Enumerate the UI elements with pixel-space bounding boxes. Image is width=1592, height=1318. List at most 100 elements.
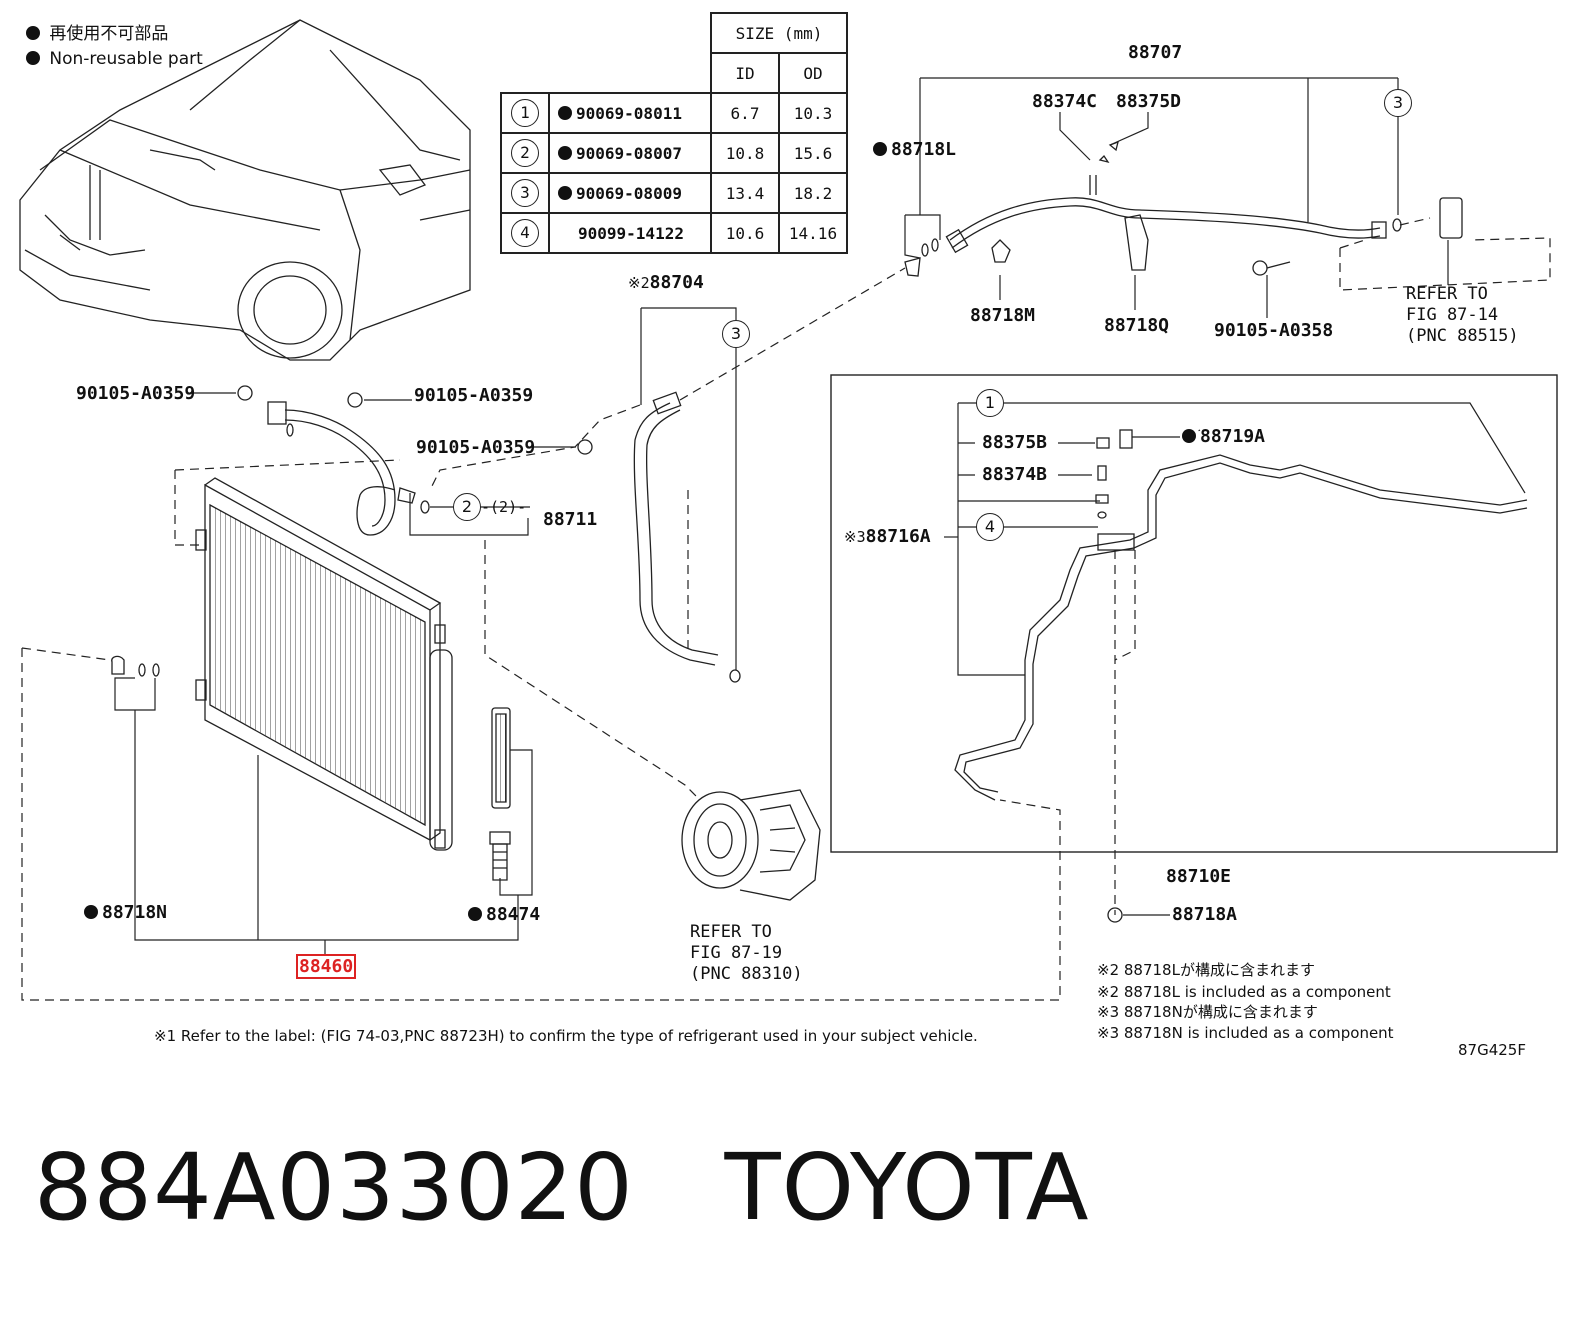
label-88711-qty: -(2)-	[481, 498, 527, 516]
inner-diameter: 6.7	[710, 92, 780, 134]
hose-88704-art	[633, 391, 741, 683]
tube-88716A-art	[954, 429, 1528, 923]
label-90105-A0359-right[interactable]: 90105-A0359	[416, 437, 536, 458]
footer-brand: TOYOTA	[724, 1134, 1090, 1241]
label-88374C[interactable]: 88374C	[1032, 91, 1098, 112]
car-illustration	[19, 19, 471, 361]
part-number-cell: 90099-14122	[548, 212, 712, 254]
non-reusable-dot-icon	[558, 185, 572, 200]
label-88704-text: 88704	[649, 272, 704, 293]
footer-title: 884A033020 TOYOTA	[34, 1142, 1090, 1234]
condenser-art	[111, 477, 511, 881]
row-number: 4	[511, 219, 539, 247]
label-88704-mark: ※2	[628, 274, 650, 292]
label-88707[interactable]: 88707	[1128, 42, 1183, 63]
callout-circle-2: 2	[453, 493, 481, 521]
label-88711[interactable]: 88711	[543, 509, 598, 530]
footer-part-number: 884A033020	[34, 1134, 634, 1241]
label-88719A-text: 88719A	[1200, 426, 1266, 447]
callout-circle-3-hose: 3	[722, 320, 750, 348]
row-number: 2	[511, 139, 539, 167]
part-number: 90069-08011	[576, 103, 682, 123]
callout-circle-3-top: 3	[1384, 89, 1412, 117]
legend-jp-text: 再使用不可部品	[49, 24, 169, 44]
part-number: 90069-08007	[576, 143, 682, 163]
label-88719A[interactable]: 88719A	[1182, 428, 1265, 446]
callout-circle-4: 4	[976, 513, 1004, 541]
label-88704[interactable]: ※288704	[628, 274, 704, 292]
inner-diameter: 10.6	[710, 212, 780, 254]
row-number-cell: 3	[500, 172, 550, 214]
legend: 再使用不可部品 Non-reusable part	[26, 22, 203, 72]
label-88474-text: 88474	[486, 904, 541, 925]
label-88716A-text: 88716A	[865, 526, 931, 547]
label-88718Q[interactable]: 88718Q	[1104, 315, 1170, 336]
label-88374B[interactable]: 88374B	[982, 464, 1048, 485]
refer-fig-87-19-line3: (PNC 88310)	[690, 964, 803, 984]
label-88718N[interactable]: 88718N	[84, 904, 167, 922]
note-88718N-en: ※3 88718N is included as a component	[1097, 1024, 1394, 1042]
outer-diameter: 10.3	[778, 92, 848, 134]
non-reusable-dot-icon	[26, 26, 40, 40]
label-88375D[interactable]: 88375D	[1116, 91, 1182, 112]
label-88474[interactable]: 88474	[468, 906, 540, 924]
callout-circle-1: 1	[976, 389, 1004, 417]
refer-fig-87-14-line3: (PNC 88515)	[1406, 326, 1519, 346]
note-88718N-jp: ※3 88718Nが構成に含まれます	[1097, 1003, 1318, 1021]
label-88460[interactable]: 88460	[296, 954, 357, 979]
legend-row-en: Non-reusable part	[26, 47, 203, 72]
legend-row-jp: 再使用不可部品	[26, 22, 203, 47]
table-row: 3 90069-08009 13.4 18.2	[500, 172, 848, 214]
row-number: 1	[511, 99, 539, 127]
label-88718A[interactable]: 88718A	[1172, 904, 1238, 925]
part-number: 90099-14122	[578, 223, 684, 243]
compressor-art	[681, 789, 821, 901]
size-table-col-id: ID	[710, 52, 780, 94]
non-reusable-dot-icon	[558, 105, 572, 120]
note-88718L-jp: ※2 88718Lが構成に含まれます	[1097, 961, 1315, 979]
size-table-header: SIZE (mm)	[710, 12, 848, 54]
part-number: 90069-08009	[576, 183, 682, 203]
label-88716A[interactable]: ※388716A	[844, 528, 931, 546]
refrigerant-footnote: ※1 Refer to the label: (FIG 74-03,PNC 88…	[154, 1027, 978, 1045]
inner-diameter: 13.4	[710, 172, 780, 214]
non-reusable-dot-icon	[468, 907, 482, 921]
table-row: 2 90069-08007 10.8 15.6	[500, 132, 848, 174]
size-table-corner	[501, 13, 712, 94]
label-88375B[interactable]: 88375B	[982, 432, 1048, 453]
note-88718L-en: ※2 88718L is included as a component	[1097, 983, 1391, 1001]
label-90105-A0358[interactable]: 90105-A0358	[1214, 320, 1334, 341]
label-88460-highlight: 88460	[296, 954, 357, 979]
row-number-cell: 4	[500, 212, 550, 254]
label-90105-A0359-mid[interactable]: 90105-A0359	[414, 385, 534, 406]
label-88716A-mark: ※3	[844, 528, 866, 546]
label-88718L-text: 88718L	[891, 139, 957, 160]
table-row: 4 90099-14122 10.6 14.16	[500, 212, 848, 254]
size-table-col-od: OD	[778, 52, 848, 94]
refer-fig-87-19-line1: REFER TO	[690, 922, 772, 942]
non-reusable-dot-icon	[84, 905, 98, 919]
row-number: 3	[511, 179, 539, 207]
row-number-cell: 2	[500, 132, 550, 174]
size-table: SIZE (mm) ID OD 1 90069-08011 6.7 10.3 2…	[500, 12, 848, 254]
legend-en-text: Non-reusable part	[49, 49, 203, 69]
inner-diameter: 10.8	[710, 132, 780, 174]
refer-fig-87-14-line2[interactable]: FIG 87-14	[1406, 305, 1499, 325]
label-88710E[interactable]: 88710E	[1166, 866, 1232, 887]
row-number-cell: 1	[500, 92, 550, 134]
label-88718M[interactable]: 88718M	[970, 305, 1036, 326]
label-90105-A0359-left[interactable]: 90105-A0359	[76, 383, 196, 404]
table-row: 1 90069-08011 6.7 10.3	[500, 92, 848, 134]
non-reusable-dot-icon	[1182, 429, 1196, 443]
part-number-cell: 90069-08009	[548, 172, 712, 214]
part-number-cell: 90069-08007	[548, 132, 712, 174]
label-88718N-text: 88718N	[102, 902, 168, 923]
part-number-cell: 90069-08011	[548, 92, 712, 134]
refer-fig-87-19-line2[interactable]: FIG 87-19	[690, 943, 783, 963]
label-88718L[interactable]: 88718L	[873, 141, 956, 159]
outer-diameter: 14.16	[778, 212, 848, 254]
figure-code: 87G425F	[1458, 1041, 1526, 1059]
non-reusable-dot-icon	[873, 142, 887, 156]
